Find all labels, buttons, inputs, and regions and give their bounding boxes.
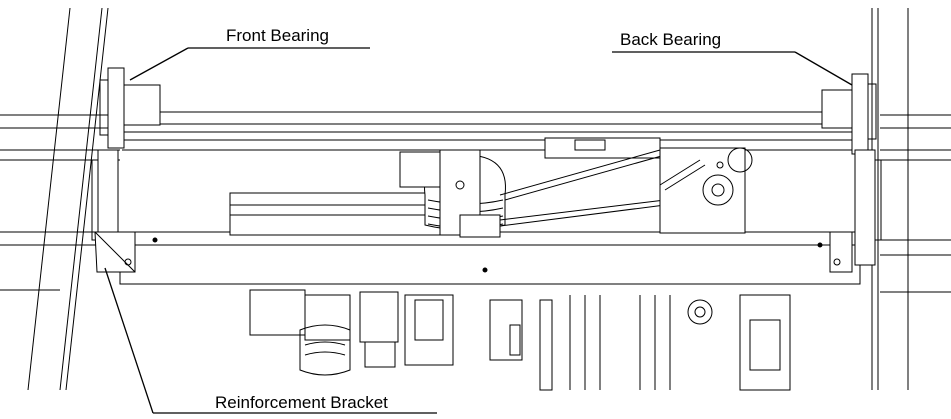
back-bearing-label: Back Bearing — [620, 30, 722, 49]
reinforcement-bracket — [94, 231, 136, 273]
central-mechanism — [229, 137, 753, 238]
side-rails — [0, 114, 951, 293]
carriage-frame — [119, 111, 861, 285]
vertical-frame-left — [27, 7, 109, 391]
front-bearing-label: Front Bearing — [226, 26, 329, 45]
front-bearing-assembly — [91, 67, 161, 261]
lower-assemblies — [249, 289, 791, 391]
reinforcement-bracket-leader — [104, 267, 437, 414]
front-bearing-leader — [129, 47, 370, 81]
reinforcement-bracket-label: Reinforcement Bracket — [215, 393, 388, 412]
vertical-frame-right — [871, 8, 909, 390]
back-bearing-assembly — [821, 73, 882, 273]
back-bearing-leader — [612, 51, 853, 86]
